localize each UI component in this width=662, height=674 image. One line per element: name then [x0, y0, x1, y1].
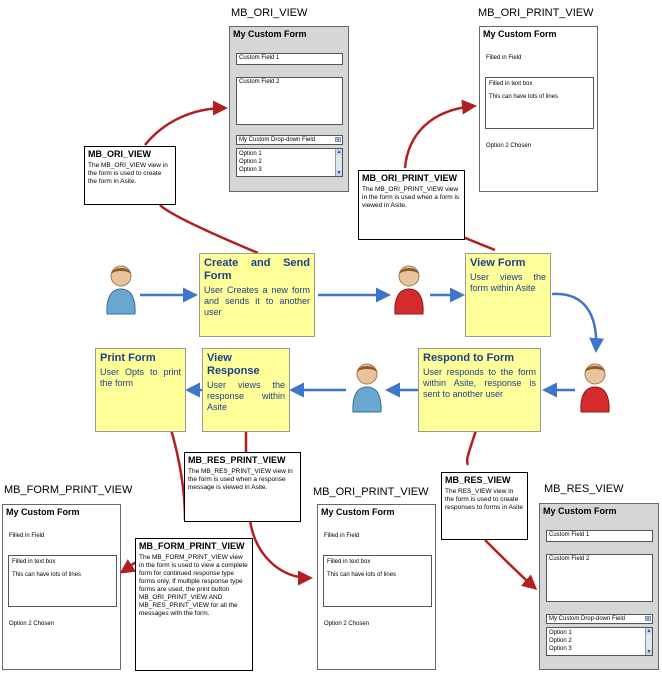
note-res-print-view: MB_RES_PRINT_VIEW The MB_RES_PRINT_VIEW … [184, 452, 301, 522]
filled-field: Filled in Field [324, 533, 360, 539]
note-body: The RES_VIEW view in the form is used to… [445, 488, 524, 511]
filled-text-box: Filled in text box This can have lots of… [485, 77, 594, 129]
option-item: Option 3 [549, 646, 572, 652]
note-body: The MB_ORI_PRINT_VIEW view in the form i… [362, 186, 460, 209]
text-box-body: This can have lots of lines [327, 572, 397, 578]
view-title-res: MB_RES_VIEW [544, 483, 624, 495]
action-view-response: View Response User views the response wi… [202, 348, 290, 432]
form-mockup-ori: My Custom Form Custom Field 1 Custom Fie… [229, 26, 349, 192]
custom-field-1: Custom Field 1 [236, 53, 343, 65]
scroll-up-icon: ▲ [646, 628, 652, 634]
custom-field-2: Custom Field 2 [546, 554, 653, 602]
note-title: MB_ORI_VIEW [88, 149, 152, 159]
custom-dropdown: My Custom Drop-down Field ▼ [236, 135, 343, 145]
action-body: User responds to the form within Asite, … [423, 367, 536, 399]
action-body: User views the response within Asite [207, 380, 285, 412]
form-mockup-form-print: My Custom Form Filled in Field Filled in… [2, 504, 121, 670]
action-body: User Opts to print the form [100, 367, 181, 388]
link-arrow-res [465, 429, 535, 588]
action-title: View Response [207, 352, 260, 377]
chevron-down-icon: ▼ [645, 616, 651, 621]
action-create-and-send: Create and Send Form User Creates a new … [199, 253, 315, 337]
user-icon-creator [106, 265, 136, 315]
user-icon-viewer [394, 265, 424, 315]
note-body: The MB_FORM_PRINT_VIEW view in the form … [139, 554, 248, 617]
option-chosen: Option 2 Chosen [9, 621, 55, 627]
view-title-ori-print-bottom: MB_ORI_PRINT_VIEW [313, 486, 429, 498]
form-mockup-ori-print: My Custom Form Filled in Field Filled in… [479, 26, 598, 192]
option-chosen: Option 2 Chosen [324, 621, 370, 627]
action-title: Print Form [100, 352, 156, 364]
action-print-form: Print Form User Opts to print the form [95, 348, 186, 432]
action-body: User views the form within Asite [470, 272, 546, 293]
link-arrow-res-print [244, 432, 310, 578]
dropdown-label: My Custom Drop-down Field [239, 137, 316, 143]
filled-field: Filled in Field [9, 533, 45, 539]
view-title-form-print: MB_FORM_PRINT_VIEW [4, 484, 133, 496]
options-list: Option 1 Option 2 Option 3 ▲▼ [546, 627, 653, 656]
dropdown-label: My Custom Drop-down Field [549, 616, 626, 622]
note-ori-view: MB_ORI_VIEW The MB_ORI_VIEW view in the … [84, 146, 176, 205]
custom-field-1: Custom Field 1 [546, 530, 653, 542]
text-box-label: Filled in text box [327, 559, 371, 565]
text-box-body: This can have lots of lines [489, 94, 559, 100]
note-ori-print-view: MB_ORI_PRINT_VIEW The MB_ORI_PRINT_VIEW … [358, 170, 465, 240]
custom-dropdown: My Custom Drop-down Field ▼ [546, 614, 653, 624]
scrollbar: ▲▼ [645, 628, 652, 655]
option-item: Option 3 [239, 167, 262, 173]
scroll-down-icon: ▼ [336, 170, 342, 176]
text-box-body: This can have lots of lines [12, 572, 82, 578]
note-body: The MB_RES_PRINT_VIEW view in the form i… [188, 468, 293, 491]
filled-text-box: Filled in text box This can have lots of… [323, 555, 432, 607]
action-title: Create and Send Form [204, 257, 310, 282]
action-view-form: View Form User views the form within Asi… [465, 253, 551, 337]
action-title: View Form [470, 257, 526, 269]
form-mockup-ori-print-bottom: My Custom Form Filled in Field Filled in… [317, 504, 436, 670]
note-res-view: MB_RES_VIEW The RES_VIEW view in the for… [441, 472, 528, 540]
note-title: MB_RES_VIEW [445, 475, 511, 485]
form-title: My Custom Form [321, 507, 395, 517]
user-icon-response-viewer [352, 363, 382, 413]
user-icon-responder [580, 363, 610, 413]
scroll-up-icon: ▲ [336, 149, 342, 155]
scrollbar: ▲▼ [335, 149, 342, 176]
note-title: MB_FORM_PRINT_VIEW [139, 541, 245, 551]
view-title-ori-print: MB_ORI_PRINT_VIEW [478, 7, 594, 19]
text-box-label: Filled in text box [12, 559, 56, 565]
option-chosen: Option 2 Chosen [486, 143, 532, 149]
option-item: Option 1 [239, 151, 262, 157]
link-arrows [122, 106, 535, 588]
form-title: My Custom Form [6, 507, 80, 517]
action-body: User Creates a new form and sends it to … [204, 285, 310, 317]
form-title: My Custom Form [233, 29, 307, 39]
option-item: Option 1 [549, 630, 572, 636]
custom-field-2: Custom Field 2 [236, 77, 343, 125]
chevron-down-icon: ▼ [335, 137, 341, 142]
form-title: My Custom Form [543, 506, 617, 516]
options-list: Option 1 Option 2 Option 3 ▲▼ [236, 148, 343, 177]
option-item: Option 2 [239, 159, 262, 165]
scroll-down-icon: ▼ [646, 649, 652, 655]
view-title-ori: MB_ORI_VIEW [231, 7, 308, 19]
action-respond-to-form: Respond to Form User responds to the for… [418, 348, 541, 432]
form-title: My Custom Form [483, 29, 557, 39]
text-box-label: Filled in text box [489, 81, 533, 87]
filled-text-box: Filled in text box This can have lots of… [8, 555, 117, 607]
action-title: Respond to Form [423, 352, 515, 364]
note-body: The MB_ORI_VIEW view in the form is used… [88, 162, 168, 185]
link-arrow-ori [144, 108, 259, 255]
note-form-print-view: MB_FORM_PRINT_VIEW The MB_FORM_PRINT_VIE… [135, 538, 253, 671]
note-title: MB_ORI_PRINT_VIEW [362, 173, 458, 183]
filled-field: Filled in Field [486, 55, 522, 61]
option-item: Option 2 [549, 638, 572, 644]
flow-arrows [140, 287, 605, 398]
note-title: MB_RES_PRINT_VIEW [188, 455, 286, 465]
form-mockup-res: My Custom Form Custom Field 1 Custom Fie… [539, 503, 659, 670]
flow-arrow-curve-down [551, 292, 605, 353]
